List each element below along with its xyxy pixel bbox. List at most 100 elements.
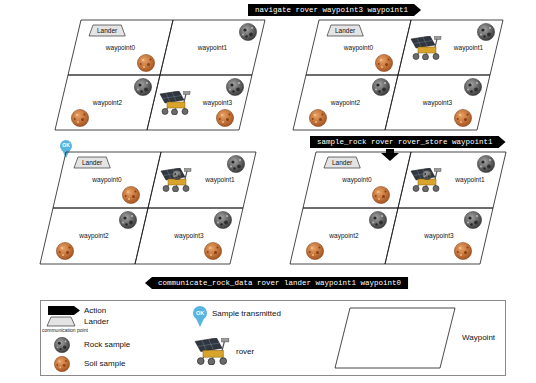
rover-icon [160,91,190,115]
legend-rock-sample [54,337,69,352]
waypoint-shape [148,152,256,208]
waypoint-cell: waypoint0 Lander [53,152,161,208]
waypoint-shape [40,208,148,264]
lander-box: Lander [324,157,360,168]
soil-sample [56,242,73,259]
carried-rock [172,170,182,180]
soil-sample [372,186,389,203]
action-arrow: communicate_rock_data rover lander waypo… [145,277,408,289]
waypoint-outline [147,75,252,130]
waypoint-cell: waypoint1 [398,20,503,75]
action-shape [248,4,421,16]
waypoint-shape [293,75,398,130]
lander-label: Lander [82,159,102,166]
soil-sample [137,54,154,71]
waypoint-label: waypoint3 [174,232,203,239]
lander-shape [324,157,360,168]
lander-shape [89,25,125,36]
carried-rock [422,170,432,180]
waypoint-label: waypoint2 [79,232,108,239]
waypoint-shape [398,20,503,75]
soil-sample [306,242,323,259]
waypoint-label: waypoint1 [454,44,483,51]
pin-label: OK [62,143,70,149]
soil-sample [454,109,471,126]
soil-sample [309,109,326,126]
waypoint-cell: waypoint3 [385,75,490,130]
action-arrow: sample_rock rover rover_store waypoint1 [310,136,506,148]
rock-sample [226,78,243,95]
waypoint-cell: waypoint1 [398,152,506,208]
rock-sample [464,211,481,228]
waypoint-label: waypoint3 [424,232,453,239]
waypoint-label: waypoint0 [344,44,373,51]
lander-box: Lander [74,157,110,168]
legend-label: Rock sample [84,340,130,349]
lander-box: Lander [327,25,363,36]
legend-soil-sample [54,356,69,371]
rock-sample [372,78,389,95]
waypoint-cell: waypoint2 [55,75,160,130]
legend-label: Waypoint [462,333,495,342]
soil-sample [204,242,221,259]
waypoint-label: waypoint2 [331,99,360,106]
soil-sample [454,242,471,259]
lander-label: Lander [332,159,352,166]
action-down-arrow [381,149,399,161]
action-label: communicate_rock_data rover lander waypo… [158,279,401,288]
legend-label: rover [236,347,254,356]
legend-box [41,301,506,376]
waypoint-label: waypoint0 [92,176,121,183]
waypoint-shape [385,208,493,264]
soil-sample [71,109,88,126]
rock-sample [464,78,481,95]
waypoint-cell: waypoint3 [147,75,252,130]
waypoint-shape [306,20,411,75]
waypoint-label: waypoint1 [455,176,484,183]
waypoint-shape [398,152,506,208]
rock-sample [477,155,494,172]
waypoint-cell: waypoint2 [293,75,398,130]
rock-sample [477,23,494,40]
legend-pin-sample [195,317,205,328]
rock-sample [239,23,256,40]
waypoint-cell: waypoint0 Lander [68,20,173,75]
waypoint-label: waypoint3 [203,99,232,106]
waypoint-cell: waypoint1 [148,152,256,208]
action-arrow: navigate rover waypoint3 waypoint1 [248,4,421,16]
waypoint-shape [385,75,490,130]
soil-sample [375,54,392,71]
waypoint-cell: waypoint3 [135,208,243,264]
legend-label: Lander [84,317,109,326]
lander-label: Lander [97,27,117,34]
action-shape [145,277,408,289]
rock-sample [214,211,231,228]
waypoint-cell: waypoint0 Lander [306,20,411,75]
waypoint-label: waypoint0 [106,44,135,51]
legend-label: Action [84,306,106,315]
waypoint-outline [398,152,506,208]
legend-rover-sample [195,338,229,365]
lander-label: Lander [335,27,355,34]
pin-label: OK [196,310,204,316]
waypoint-shape [135,208,243,264]
waypoint-shape [160,20,265,75]
legend-lander-sample [47,317,75,326]
legend-waypoint-sample [335,308,455,368]
soil-sample [216,109,233,126]
waypoint-cell: waypoint2 [290,208,398,264]
waypoint-label: waypoint1 [205,176,234,183]
waypoint-label: waypoint0 [342,176,371,183]
waypoint-cell: waypoint1 [160,20,265,75]
waypoint-label: waypoint3 [423,99,452,106]
action-label: sample_rock rover rover_store waypoint1 [317,138,493,147]
waypoint-outline [398,20,503,75]
rover-icon [411,168,441,192]
action-label: navigate rover waypoint3 waypoint1 [255,6,408,15]
legend-action-sample [48,306,80,315]
rover-icon [161,168,191,192]
legend-label: Sample transmitted [212,309,281,318]
waypoint-label: waypoint1 [198,44,227,51]
waypoint-cell: waypoint2 [40,208,148,264]
